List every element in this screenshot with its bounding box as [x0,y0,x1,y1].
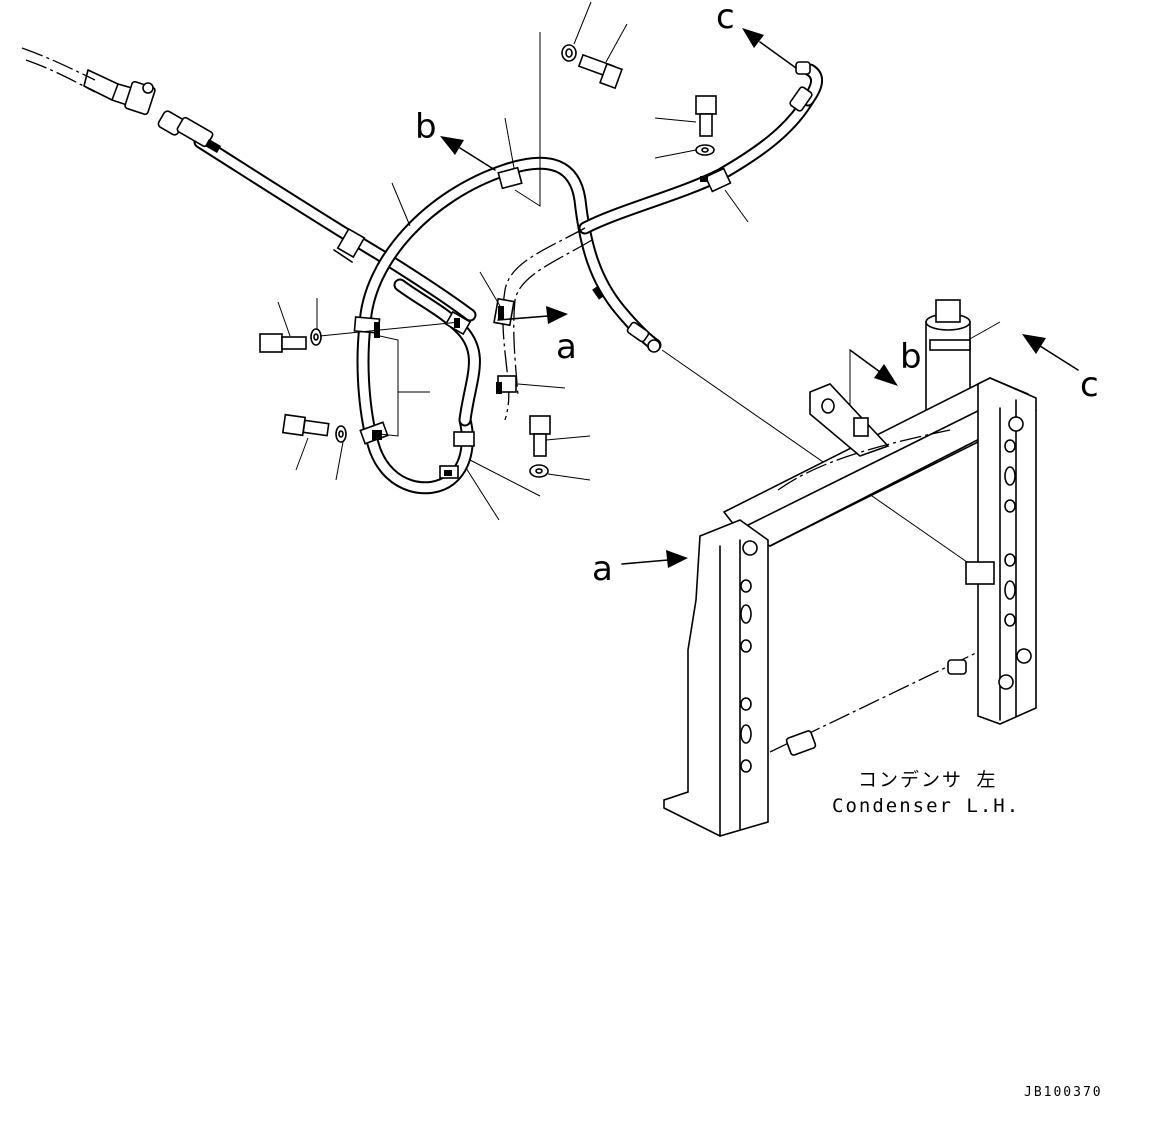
drawing-code: JB100370 [1024,1085,1103,1100]
condenser-frame [663,299,1038,837]
callout-b-upper: b [415,107,437,147]
arrow-a-upper [497,306,568,324]
bolt-mid-right [695,95,717,156]
suction-hose-loop [353,156,662,495]
bolt-left-lower [281,413,347,443]
component-label-jp: コンデンサ 左 [858,769,997,791]
bolt-top [561,44,623,90]
leader-lines [277,1,991,579]
inlet-hose-phantom [21,47,156,116]
callout-a-upper: a [556,327,577,367]
arrow-a-lower [621,550,688,568]
discharge-hose-straight [157,110,477,322]
bolt-left-upper [259,328,322,353]
component-label-en: Condenser L.H. [832,795,1020,817]
callout-c-upper: c [716,0,735,37]
callout-b-lower: b [900,337,922,377]
bolt-center-right [529,415,551,478]
arrow-b-upper [440,136,496,171]
arrow-c-lower [967,321,1079,371]
arrow-b-lower [849,349,898,418]
liquid-hose-right [493,61,823,421]
callout-c-lower: c [1080,365,1099,405]
arrow-c-upper [742,28,797,69]
callout-a-lower: a [592,549,613,589]
